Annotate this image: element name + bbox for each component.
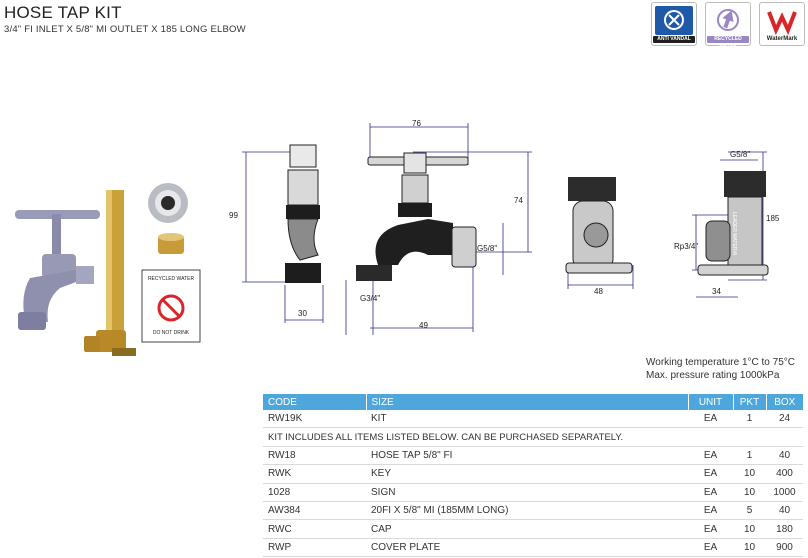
page-title: HOSE TAP KIT [4,3,122,22]
tap-side-view [285,144,321,283]
cell-box: 40 [766,446,803,466]
dim-34: 34 [712,287,721,296]
brass-elbow-image [84,190,136,356]
cell-unit: EA [688,410,733,429]
dim-30: 30 [298,309,307,318]
cell-code: RW19K [263,410,366,429]
watermark-icon [763,6,801,36]
product-photo [15,183,201,356]
dim-g58: G5/8" [477,244,498,253]
dim-g58-right: G5/8" [730,150,751,159]
dim-74: 74 [514,196,523,205]
cell-box: 24 [766,410,803,429]
recycle-icon [709,6,747,35]
cell-code: AW384 [263,501,366,521]
header-size: SIZE [365,394,688,410]
cell-code: 1028 [263,483,366,502]
elbow-brand-text: LEADER MATERIA [731,212,737,256]
product-table: CODE SIZE UNIT PKT BOX RW19K KIT EA 1 24… [263,394,803,558]
badge-label: ANTI VANDAL [653,36,695,43]
header-box: BOX [765,394,803,410]
header-code: CODE [263,394,366,410]
cell-code: RW18 [263,446,366,466]
cell-pkt: 1 [733,410,766,429]
cell-size: HOSE TAP 5/8" FI [366,446,688,466]
cell-code: RWK [263,464,366,484]
cell-unit: EA [688,538,733,558]
table-row-kit: RW19K KIT EA 1 24 [263,410,803,429]
key-image [15,210,100,254]
cell-box: 40 [766,501,803,521]
header-pkt: PKT [732,394,766,410]
watermark-badge: WaterMark [759,2,805,46]
table-note-row: KIT INCLUDES ALL ITEMS LISTED BELOW. CAN… [263,427,803,447]
cell-box: 400 [766,464,803,484]
table-row: RWP COVER PLATE EA 10 900 [263,538,803,558]
cell-size: KIT [366,410,688,429]
header-unit: UNIT [687,394,733,410]
cell-size: CAP [366,519,688,539]
dim-99: 99 [229,211,238,220]
table-row: RWK KEY EA 10 400 [263,464,803,484]
table-row: 1028 SIGN EA 10 1000 [263,483,803,502]
dim-g34: G3/4" [360,294,381,303]
spec-pressure: Max. pressure rating 1000kPa [646,370,780,381]
cell-size: COVER PLATE [366,538,688,558]
cell-unit: EA [688,501,733,521]
technical-drawing [242,123,769,335]
sign-top-text: RECYCLED WATER [147,276,195,282]
table-row: RW18 HOSE TAP 5/8" FI EA 1 40 [263,446,803,466]
cell-box: 180 [766,519,803,539]
cell-pkt: 10 [733,464,766,484]
page-subtitle: 3/4" FI INLET X 5/8" MI OUTLET X 185 LON… [4,24,246,35]
cell-box: 1000 [766,483,803,502]
dim-rp34: Rp3/4" [674,242,699,251]
table-header-row: CODE SIZE UNIT PKT BOX [263,394,803,410]
badge-label: WaterMark [766,36,798,42]
elbow-front-view [565,177,633,274]
dim-185: 185 [766,214,780,223]
elbow-side-view [697,171,769,276]
cell-size: KEY [366,464,688,484]
dimension-lines [242,123,767,335]
sign-image [141,269,201,343]
spec-temperature: Working temperature 1°C to 75°C [646,357,795,368]
kit-note: KIT INCLUDES ALL ITEMS LISTED BELOW. CAN… [263,427,803,447]
recycled-water-badge: RECYCLED WATER [705,2,751,49]
cover-plate-image [148,183,188,223]
cell-unit: EA [688,519,733,539]
table-row: AW384 20FI X 5/8" MI (185MM LONG) EA 5 4… [263,501,803,521]
cap-image [158,233,184,254]
cell-pkt: 1 [733,446,766,466]
cell-pkt: 10 [733,483,766,502]
cell-pkt: 10 [733,538,766,558]
cell-unit: EA [688,446,733,466]
dim-48: 48 [594,287,603,296]
cell-code: RWC [263,519,366,539]
cell-size: SIGN [366,483,688,502]
anti-vandal-badge: ANTI VANDAL [651,2,697,46]
dim-49: 49 [419,321,428,330]
cell-unit: EA [688,464,733,484]
cell-code: RWP [263,538,366,558]
cell-box: 900 [766,538,803,558]
sign-bottom-text: DO NOT DRINK [152,330,190,336]
cell-pkt: 10 [733,519,766,539]
badge-label: RECYCLED WATER [707,36,749,49]
hose-tap-image [18,254,94,330]
table-row: RWC CAP EA 10 180 [263,519,803,539]
cell-unit: EA [688,483,733,502]
dim-76: 76 [412,119,421,128]
cell-pkt: 5 [733,501,766,521]
tap-front-view [356,152,477,281]
anti-vandal-icon [655,6,693,35]
cell-size: 20FI X 5/8" MI (185MM LONG) [366,501,688,521]
